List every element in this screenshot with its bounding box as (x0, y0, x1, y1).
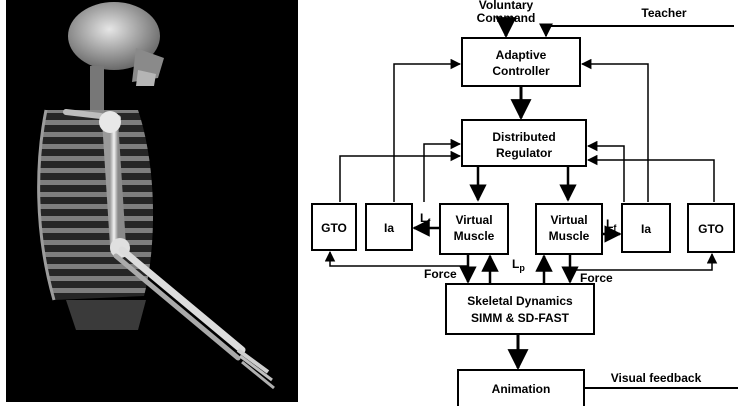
adaptive-controller-box (462, 38, 580, 86)
control-block-diagram: Voluntary Command Teacher Adaptive Contr… (306, 0, 738, 406)
gto-right-to-regulator-arrow (588, 160, 714, 202)
force-left-label: Force (424, 267, 457, 281)
adaptive-controller-label-line1: Adaptive (496, 48, 547, 62)
gto-right-label: GTO (698, 222, 724, 236)
gto-left-label: GTO (321, 221, 347, 235)
ia-right-label: Ia (641, 222, 651, 236)
lf-left-label: Lf (420, 211, 431, 227)
ia-right-to-regulator-arrow (588, 146, 624, 202)
virtual-muscle-right-label-line2: Muscle (549, 229, 590, 243)
skeleton-arm-model-image (6, 0, 298, 402)
teacher-arrow (546, 26, 734, 36)
lf-right-label: Lf (606, 217, 617, 233)
teacher-label: Teacher (641, 6, 686, 20)
gto-left-to-regulator-arrow (340, 156, 460, 202)
skeleton-arm-model-icon (6, 0, 298, 402)
distributed-regulator-label-line1: Distributed (492, 130, 555, 144)
lp-label: Lp (512, 257, 525, 273)
distributed-regulator-label-line2: Regulator (496, 146, 552, 160)
skeletal-dynamics-box (446, 284, 594, 334)
force-right-label: Force (580, 271, 613, 285)
adaptive-controller-label-line2: Controller (492, 64, 550, 78)
virtual-muscle-left-label-line1: Virtual (455, 213, 492, 227)
virtual-muscle-right-label-line1: Virtual (550, 213, 587, 227)
skeletal-dynamics-label-line2: SIMM & SD-FAST (471, 311, 570, 325)
ia-right-to-controller-arrow (582, 64, 648, 202)
ia-left-label: Ia (384, 221, 394, 235)
ia-left-to-controller-arrow (394, 64, 460, 202)
animation-label: Animation (492, 382, 551, 396)
virtual-muscle-left-label-line2: Muscle (454, 229, 495, 243)
ia-left-to-regulator-arrow (424, 144, 460, 202)
visual-feedback-label: Visual feedback (611, 371, 702, 385)
force-to-gto-right-arrow (572, 254, 712, 270)
voluntary-command-label-line2: Command (477, 11, 536, 25)
skeletal-dynamics-label-line1: Skeletal Dynamics (467, 294, 573, 308)
block-diagram-canvas: Voluntary Command Teacher Adaptive Contr… (306, 0, 738, 406)
